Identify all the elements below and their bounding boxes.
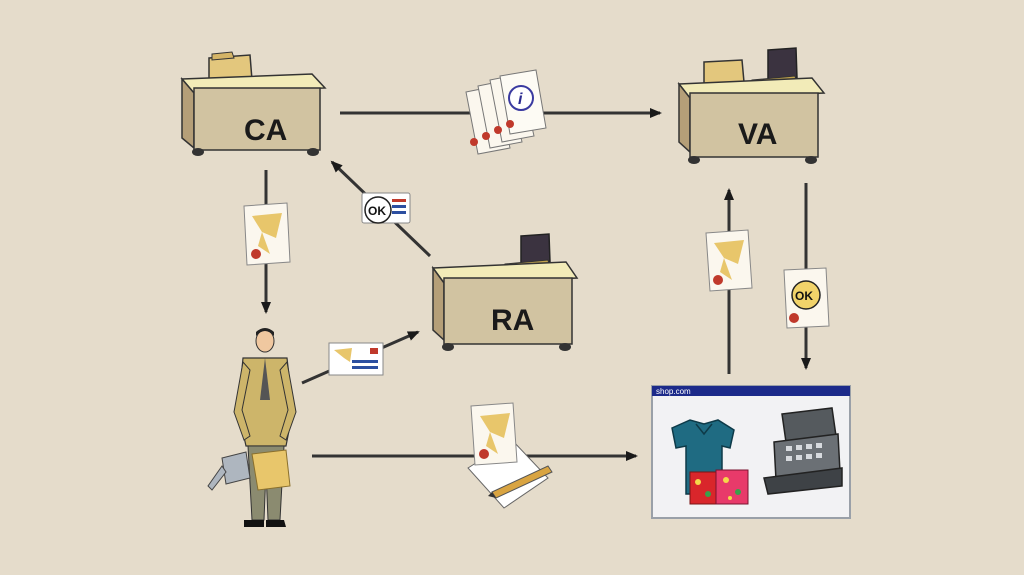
va-desk: VA (677, 47, 826, 164)
shop-window-titlebar (652, 386, 850, 396)
user-person-icon (207, 328, 297, 527)
gift-boxes-icon (689, 469, 749, 505)
ca-label: CA (244, 114, 287, 147)
certificate-icon-verify (705, 229, 753, 292)
ok-symbol-large: OK (795, 289, 813, 303)
ok-symbol-small: OK (368, 204, 386, 218)
ra-label: RA (491, 304, 534, 337)
info-symbol: i (518, 91, 523, 108)
ok-certificate-icon: OK (783, 267, 830, 329)
shop-window: shop.com (651, 385, 851, 519)
cash-register-icon (763, 407, 843, 495)
va-label: VA (738, 118, 777, 151)
ra-desk: RA (431, 233, 579, 351)
ca-desk: CA (180, 51, 327, 156)
signed-document-pen-icon (467, 402, 553, 509)
ok-card-icon: OK (361, 192, 411, 224)
info-document-stack-icon: i (465, 69, 547, 155)
certificate-icon (243, 202, 291, 266)
request-card-icon (328, 342, 384, 376)
shop-window-title: shop.com (656, 387, 691, 396)
